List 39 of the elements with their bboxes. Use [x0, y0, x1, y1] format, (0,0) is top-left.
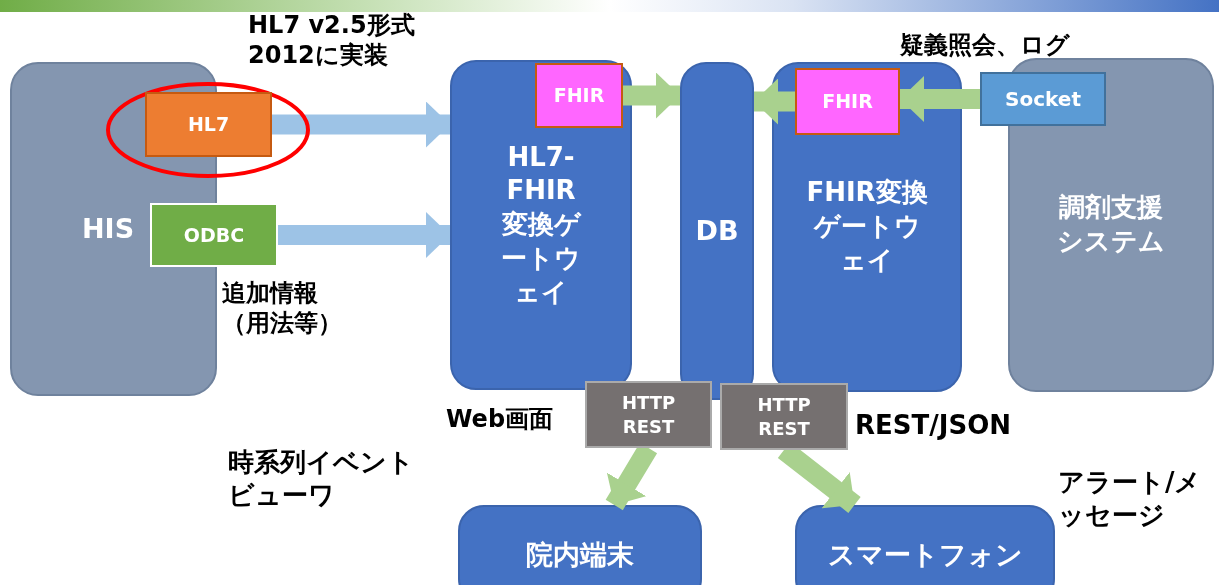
system-box — [458, 505, 702, 585]
system-box — [772, 62, 962, 392]
system-box — [1008, 58, 1214, 392]
node-label: HL7 — [187, 112, 230, 137]
node-label: ODBC — [183, 222, 245, 248]
block-arrow — [272, 101, 450, 148]
interface-box — [720, 383, 848, 450]
interface-box — [585, 381, 712, 448]
interface-box — [145, 92, 272, 157]
annotation-text: 疑義照会、ログ — [900, 30, 1071, 60]
node-label: スマートフォン — [827, 538, 1023, 573]
block-arrow — [623, 72, 680, 119]
annotation-text: Web画面 — [446, 404, 555, 434]
annotation-text: 時系列イベントビューワ — [228, 446, 415, 511]
node-label: HIS — [82, 212, 135, 247]
node-label: FHIR — [822, 89, 873, 114]
system-box — [680, 62, 754, 400]
annotation-text: 追加情報（用法等） — [222, 278, 343, 338]
block-arrow — [900, 76, 980, 122]
interface-box — [980, 72, 1106, 126]
node-label: DB — [695, 214, 739, 249]
node-label: FHIR — [553, 83, 605, 108]
node-label: FHIR変換ゲートウェイ — [805, 176, 929, 277]
interface-box — [795, 68, 900, 135]
interface-box — [535, 63, 623, 128]
node-label: HTTP REST — [756, 393, 812, 440]
system-box — [795, 505, 1055, 585]
block-arrow — [278, 212, 450, 258]
block-arrow — [754, 78, 795, 125]
node-label: Socket — [1005, 86, 1081, 112]
node-label: 院内端末 — [526, 538, 634, 573]
interface-box — [150, 203, 278, 267]
annotation-text: HL7 v2.5形式2012に実装 — [248, 10, 416, 70]
system-box — [450, 60, 632, 390]
annotation-text: REST/JSON — [855, 409, 1012, 442]
node-label: HL7-FHIR変換ゲートウェイ — [500, 140, 582, 309]
annotation-text: アラート/メッセージ — [1058, 466, 1203, 531]
node-label: HTTP REST — [620, 391, 677, 438]
node-label: 調剤支援システム — [1056, 191, 1166, 258]
